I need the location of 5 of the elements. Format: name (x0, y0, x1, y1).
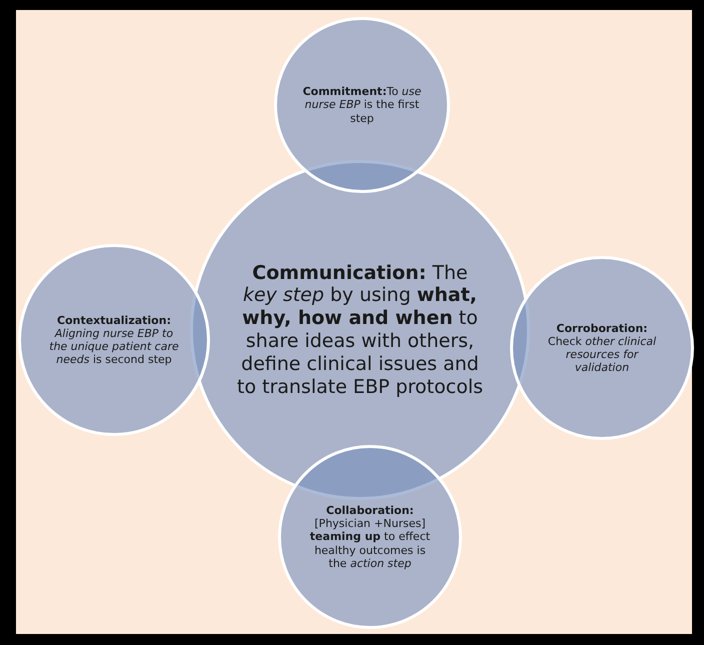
step-text: Contextualization: Aligning nurse EBP to the unique patient care needs is second step (48, 314, 180, 366)
step-text: Collaboration: [Physician +Nurses] teaming up to effect healthy outcomes is the action step (308, 504, 432, 570)
step-text: Corroboration: Check other clinical resources for validation (546, 322, 658, 374)
step-text: Communication: The key step by using what, why, how and when to share ideas with others, define clinical issues and to translate EBP protocols (236, 262, 484, 398)
step-text: Commitment:To use nurse EBP is the first step (302, 85, 422, 125)
